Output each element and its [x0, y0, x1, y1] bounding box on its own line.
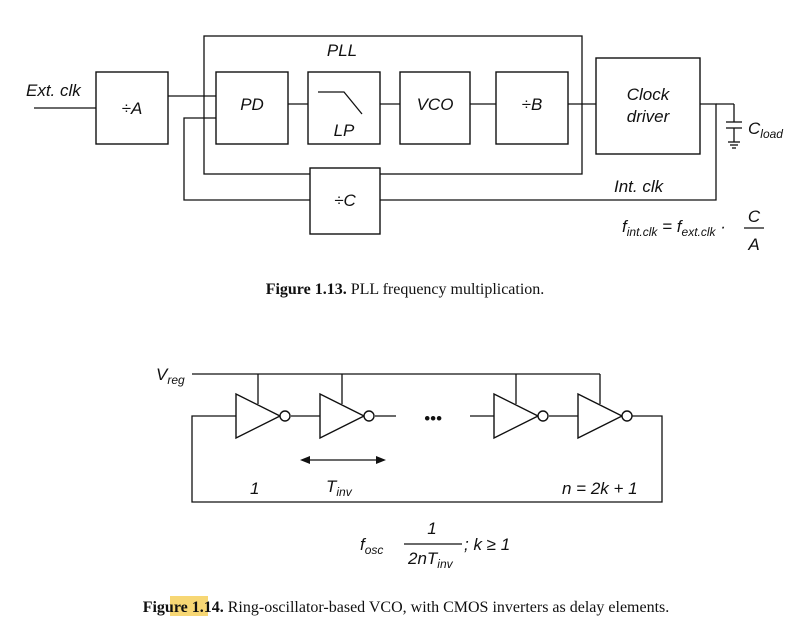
pd-label: PD — [240, 95, 264, 114]
c-load-label: Cload — [748, 119, 783, 141]
ellipsis-label: ••• — [424, 409, 442, 428]
fosc-tail: ; k ≥ 1 — [464, 535, 510, 554]
svg-text:fosc: fosc — [360, 535, 383, 557]
divider-b-block — [495, 71, 569, 145]
capacitor-icon — [726, 121, 742, 149]
fosc-denominator: 2nTinv — [407, 549, 454, 571]
figure-1-14: ••• Vreg 1 Tinv n = 2k + 1 fosc 1 2nTinv… — [143, 365, 670, 616]
int-clk-label: Int. clk — [614, 177, 665, 196]
double-arrow-icon — [300, 456, 386, 464]
feedback-wire — [183, 117, 310, 201]
divider-a-label: ÷A — [122, 99, 143, 118]
vco-label: VCO — [417, 95, 454, 114]
figure-1-13-caption: Figure 1.13. PLL frequency multiplicatio… — [266, 281, 545, 298]
inverter-4-icon — [577, 392, 633, 440]
ext-clk-label: Ext. clk — [26, 81, 82, 100]
frequency-formula: fint.clk = fext.clk · C A — [622, 207, 764, 254]
tinv-label: Tinv — [326, 477, 353, 499]
clock-driver-label-2: driver — [627, 107, 671, 126]
inverter-1-icon — [235, 392, 291, 440]
lowpass-symbol-icon — [318, 91, 363, 115]
caption-highlighted-word: Ring — [228, 599, 259, 616]
divider-a-block — [95, 71, 169, 145]
clock-driver-block — [595, 57, 701, 155]
lp-label: LP — [334, 121, 355, 140]
vreg-label: Vreg — [156, 365, 185, 387]
divider-c-block — [309, 167, 381, 235]
pll-label: PLL — [327, 41, 357, 60]
divider-c-label: ÷C — [334, 191, 356, 210]
figure-1-14-caption: Figure 1.14.Ring-oscillator-based VCO, w… — [143, 599, 670, 616]
stage-first-label: 1 — [250, 479, 259, 498]
clock-driver-label-1: Clock — [627, 85, 671, 104]
figure-1-13: Ext. clk ÷A PLL PD LP VCO ÷B Clock drive… — [26, 35, 783, 298]
lp-block — [307, 71, 381, 145]
svg-text:fint.clk = fext.clk ·: fint.clk = fext.clk · — [622, 217, 726, 239]
divider-b-label: ÷B — [522, 95, 543, 114]
inverter-2-icon — [319, 392, 375, 440]
formula-denominator: A — [747, 235, 759, 254]
inverter-3-icon — [493, 392, 549, 440]
fosc-numerator: 1 — [427, 519, 436, 538]
ring-feedback-wire — [191, 415, 663, 503]
caption-highlight — [170, 596, 208, 616]
oscillation-formula: fosc 1 2nTinv ; k ≥ 1 — [360, 519, 510, 571]
stage-last-label: n = 2k + 1 — [562, 479, 638, 498]
pd-block — [215, 71, 289, 145]
formula-numerator: C — [748, 207, 761, 226]
vco-block — [399, 71, 471, 145]
pll-outer-box — [203, 35, 583, 175]
int-clk-wire — [380, 103, 717, 201]
